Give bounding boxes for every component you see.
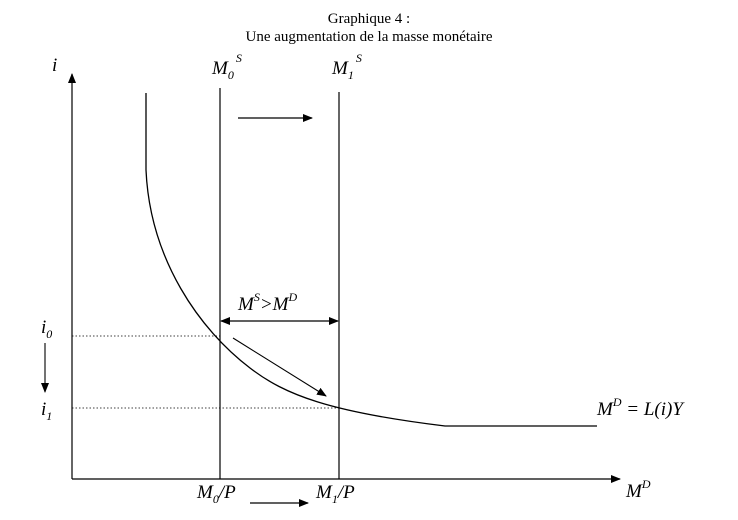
- i1-label: i1: [41, 399, 52, 423]
- chart-subtitle: Une augmentation de la masse monétaire: [246, 29, 493, 45]
- x-axis-label: MD: [625, 477, 651, 502]
- supply-label-m0: M0S: [211, 51, 242, 82]
- y-axis-label: i: [52, 55, 57, 76]
- chart-title: Graphique 4 :: [328, 11, 410, 27]
- supply-label-m1: M1S: [331, 51, 362, 82]
- x-tick-m1p: M1/P: [315, 482, 355, 506]
- x-tick-m0p: M0/P: [196, 482, 236, 506]
- equilibrium-move-arrow: [232, 337, 327, 397]
- excess-supply-label: MS>MD: [237, 290, 297, 315]
- demand-curve: [145, 93, 597, 427]
- i0-label: i0: [41, 317, 52, 341]
- demand-equation-label: MD = L(i)Y: [596, 395, 685, 420]
